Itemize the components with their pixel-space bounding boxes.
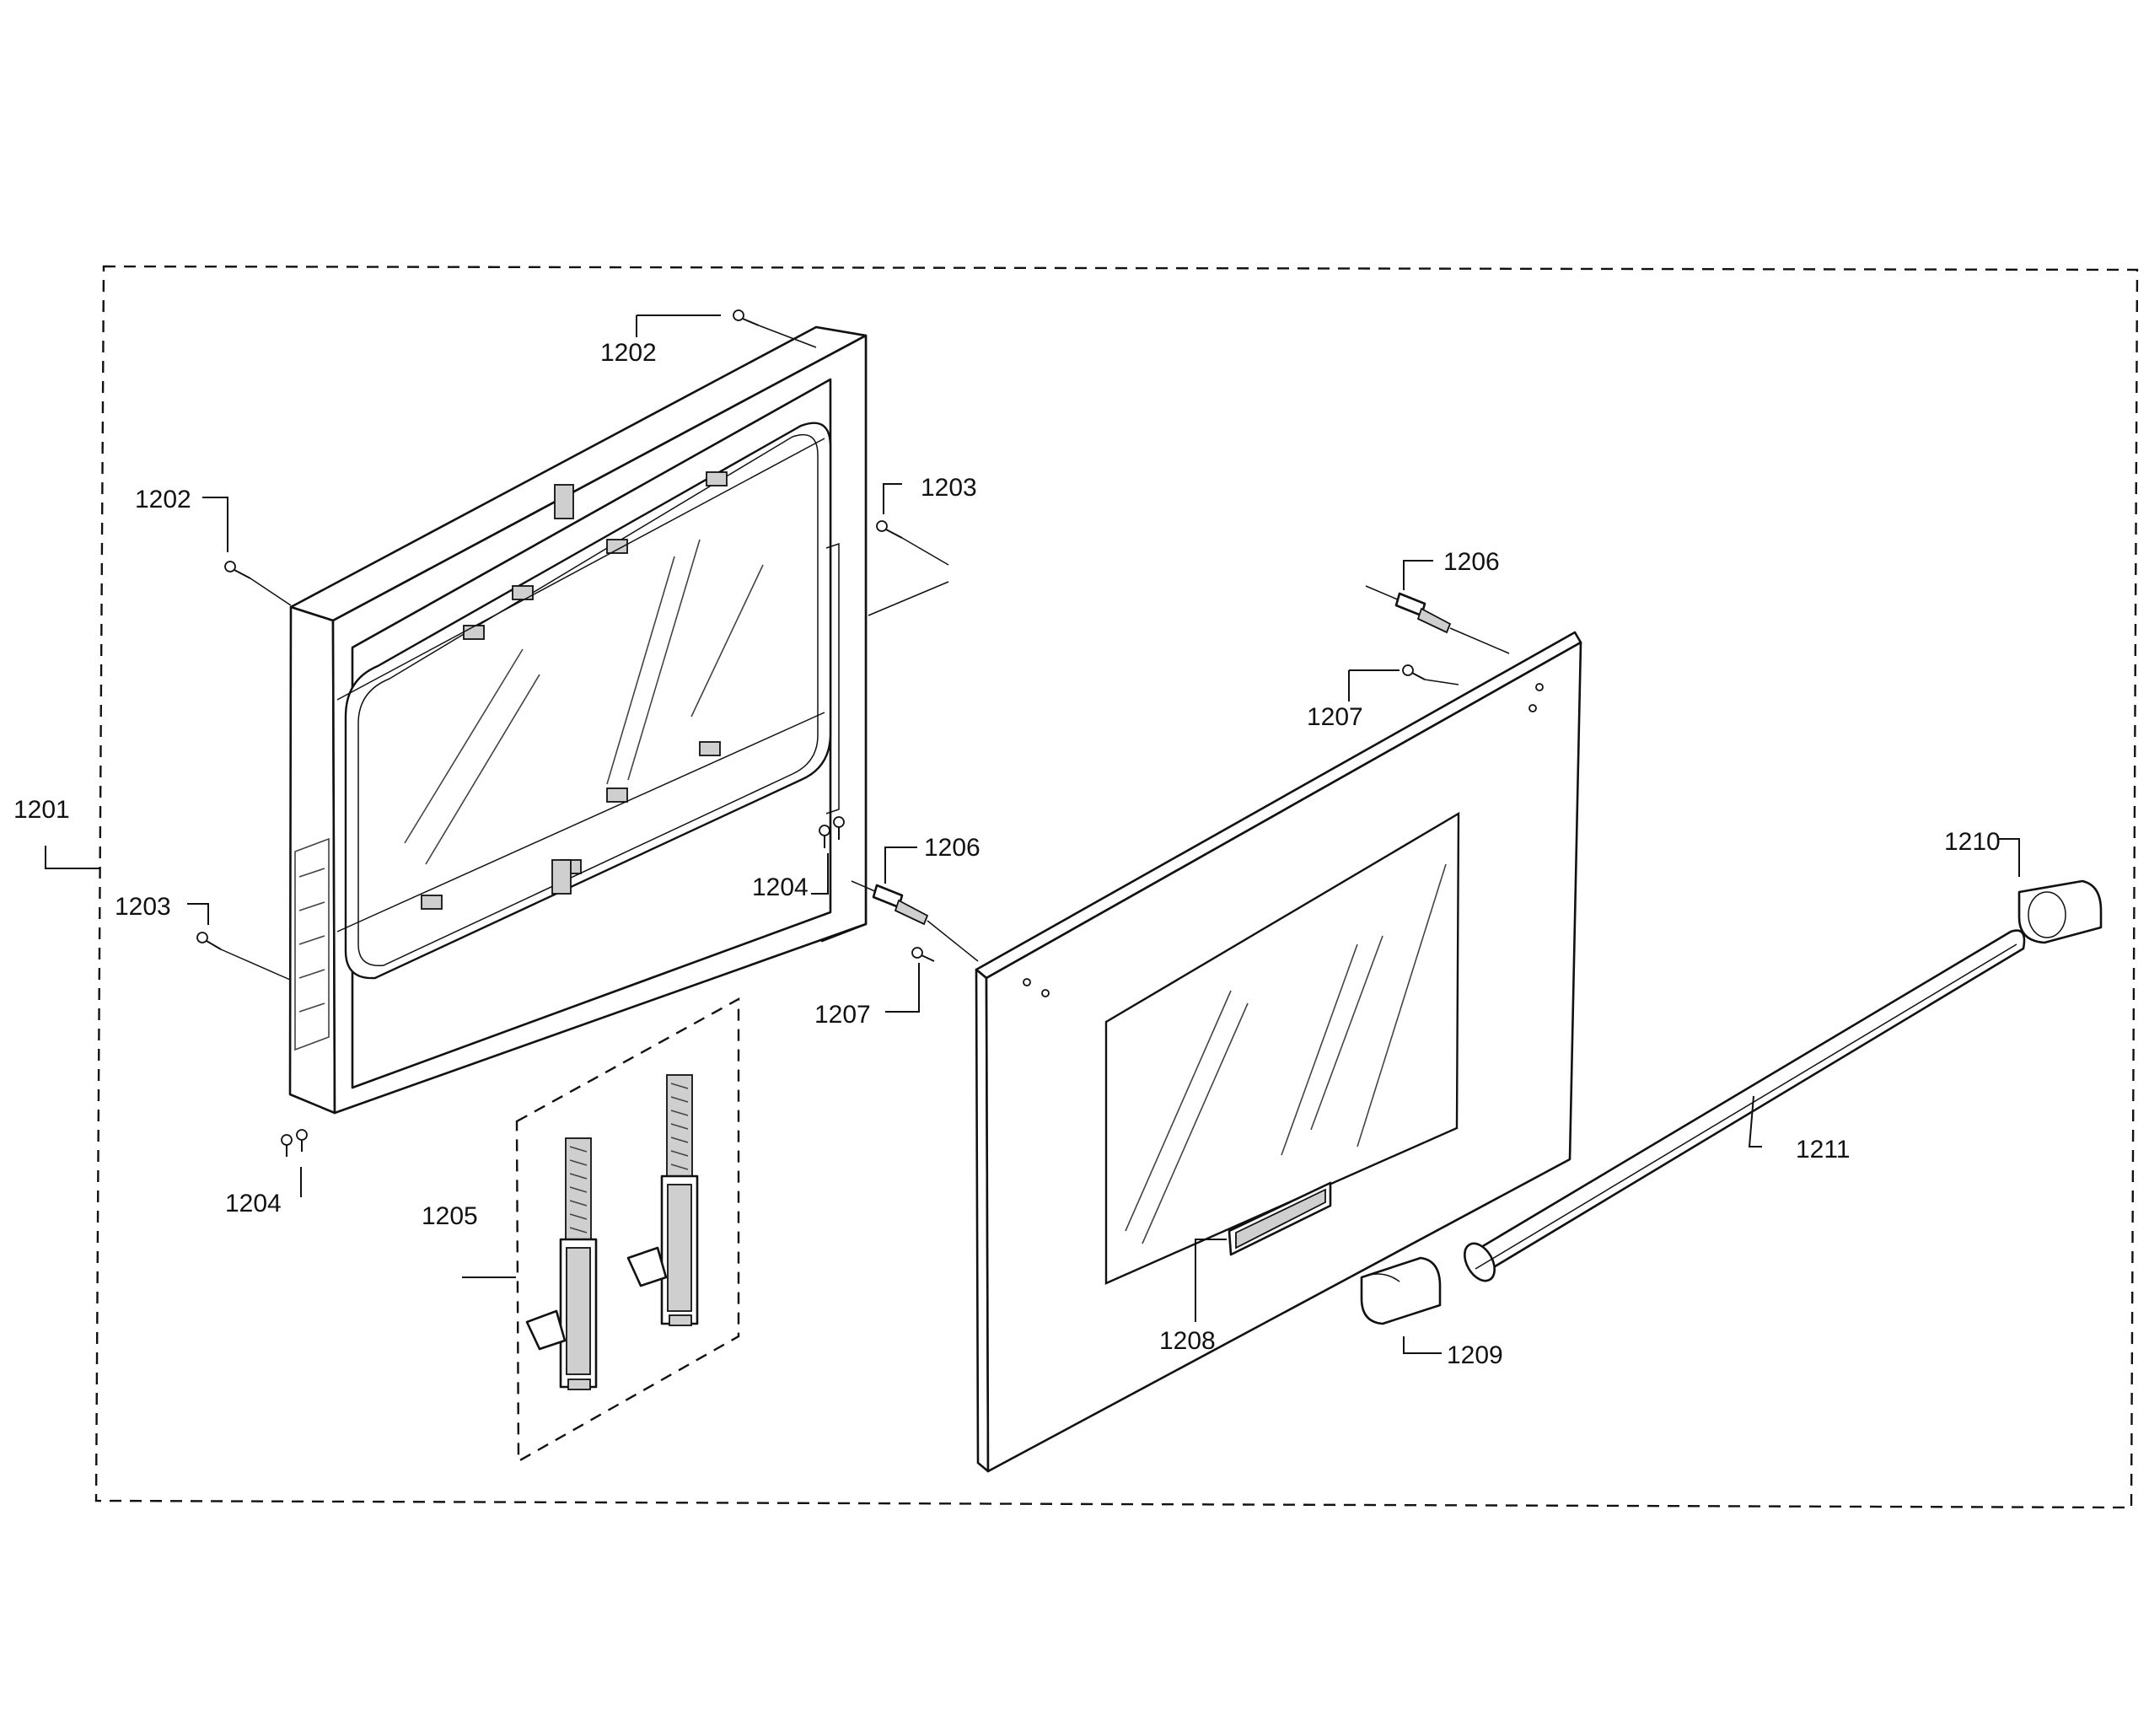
screw-1207-mid: [911, 947, 935, 962]
leader-lines: [45, 314, 2020, 1354]
callout-1203-right: 1203: [921, 474, 977, 502]
inner-door-frame: [288, 325, 868, 1115]
callout-1202-top: 1202: [600, 339, 657, 367]
handle-pin-1206-mid: [851, 880, 979, 962]
callout-1202-left: 1202: [135, 486, 191, 513]
callout-1206-top: 1206: [1443, 548, 1500, 576]
handle-end-cap-1209: [1360, 1256, 1442, 1325]
screw-1203-right: [868, 520, 949, 616]
callout-1210: 1210: [1944, 828, 2001, 856]
callout-1203-left: 1203: [115, 893, 171, 921]
handle-pin-1206-top: [1365, 585, 1510, 654]
callout-1204-center: 1204: [752, 873, 809, 901]
callout-1201: 1201: [13, 796, 70, 824]
assembly-boundary: [94, 265, 2139, 1509]
hinge-group-boundary: [515, 997, 740, 1464]
screw-1203-left: [196, 932, 291, 981]
callout-1206-mid: 1206: [924, 834, 980, 862]
handle-bar: [1464, 929, 2026, 1282]
callout-1211: 1211: [1796, 1136, 1851, 1164]
callout-1204-bottom: 1204: [225, 1190, 282, 1217]
screw-1202-top: [733, 309, 817, 348]
screw-1207-top: [1402, 664, 1459, 685]
outer-door-panel: [975, 631, 1582, 1473]
hinge-right: [626, 1074, 699, 1326]
callout-1207-mid: 1207: [814, 1001, 871, 1029]
callout-1208: 1208: [1159, 1327, 1216, 1355]
hinge-left: [525, 1137, 598, 1390]
screws-1204-center: [819, 816, 845, 848]
callout-1209: 1209: [1447, 1341, 1503, 1369]
brand-badge: [1228, 1181, 1332, 1256]
callout-1207-top: 1207: [1307, 703, 1363, 731]
screws-1204-bottom: [281, 1129, 308, 1157]
screw-1202-left: [224, 561, 292, 606]
callout-1205: 1205: [422, 1202, 478, 1230]
handle-end-cap-1210: [2017, 879, 2103, 944]
